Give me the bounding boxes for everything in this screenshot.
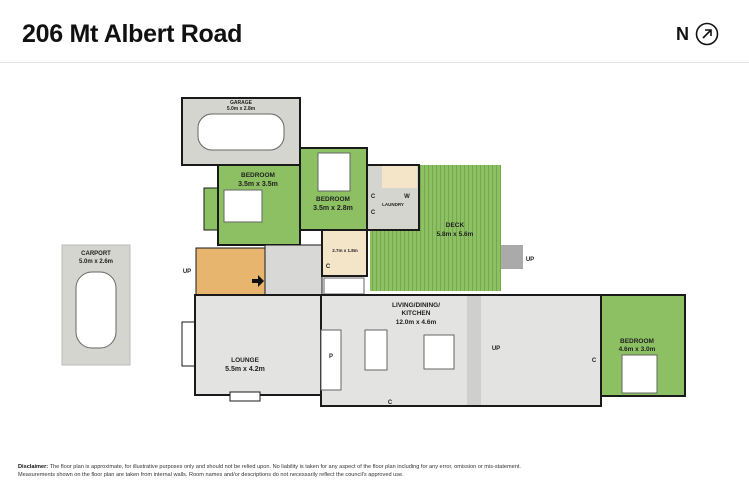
page-title: 206 Mt Albert Road [22, 20, 243, 48]
north-indicator: N [676, 22, 719, 46]
living-up-label: UP [492, 346, 500, 352]
cupboard-label: C [371, 210, 376, 216]
hallway [264, 244, 323, 298]
pantry-label: P [329, 354, 333, 360]
bathroom-size: 2.7m x 1.8m [332, 248, 358, 253]
cupboard-label: C [371, 194, 376, 200]
bed-icon [223, 189, 263, 223]
deck-up-label: UP [526, 257, 534, 263]
north-label: N [676, 23, 689, 44]
garage-size: 5.0m x 2.8m [227, 106, 256, 112]
lounge-size: 5.5m x 4.2m [225, 366, 265, 373]
cupboard-label: C [592, 358, 597, 364]
garage-name: GARAGE [230, 100, 253, 106]
living-size: 12.0m x 4.6m [396, 319, 437, 326]
bedroom-2-name: BEDROOM [316, 196, 350, 203]
bathroom [321, 229, 368, 277]
deck-size: 5.8m x 5.6m [437, 231, 474, 238]
deck-steps [501, 245, 523, 269]
carport-name: CARPORT [81, 251, 111, 257]
bed-icon [317, 152, 351, 192]
bathtub-icon [323, 277, 365, 295]
kitchen-island [364, 329, 388, 371]
bedroom-3-size: 4.6m x 3.0m [619, 346, 656, 353]
bedroom-3-name: BEDROOM [620, 338, 654, 345]
bedroom-1-size: 3.5m x 3.5m [238, 181, 278, 188]
cupboard-label: C [388, 400, 393, 406]
bedroom-1-name: BEDROOM [241, 172, 275, 179]
cupboard-label: C [326, 264, 331, 270]
header-divider [0, 62, 749, 63]
laundry-name: LAUNDRY [382, 202, 404, 207]
lounge-name: LOUNGE [231, 357, 259, 364]
disclaimer-text: The floor plan is approximate, for illus… [18, 464, 521, 478]
disclaimer-label: Disclaimer: [18, 464, 49, 470]
living-dining-kitchen [320, 294, 602, 407]
car-icon [75, 271, 117, 349]
deck-name: DECK [446, 222, 465, 229]
carport-size: 5.0m x 2.6m [79, 259, 113, 265]
living-name-1: LIVING/DINING/ [392, 302, 440, 309]
toilet-room [382, 166, 417, 188]
lounge [194, 294, 322, 396]
kitchen-bench [320, 329, 342, 391]
dining-table [423, 334, 455, 370]
bed-icon [621, 354, 658, 394]
living-name-2: KITCHEN [402, 310, 431, 317]
entry-steps [195, 247, 266, 296]
bedroom-2-size: 3.5m x 2.8m [313, 205, 353, 212]
north-arrow-icon [695, 22, 719, 46]
disclaimer: Disclaimer: The floor plan is approximat… [18, 463, 538, 479]
car-icon [197, 113, 285, 151]
entry-up-label: UP [183, 269, 191, 275]
washer-label: W [404, 194, 410, 200]
arrow-right-icon [252, 275, 264, 287]
